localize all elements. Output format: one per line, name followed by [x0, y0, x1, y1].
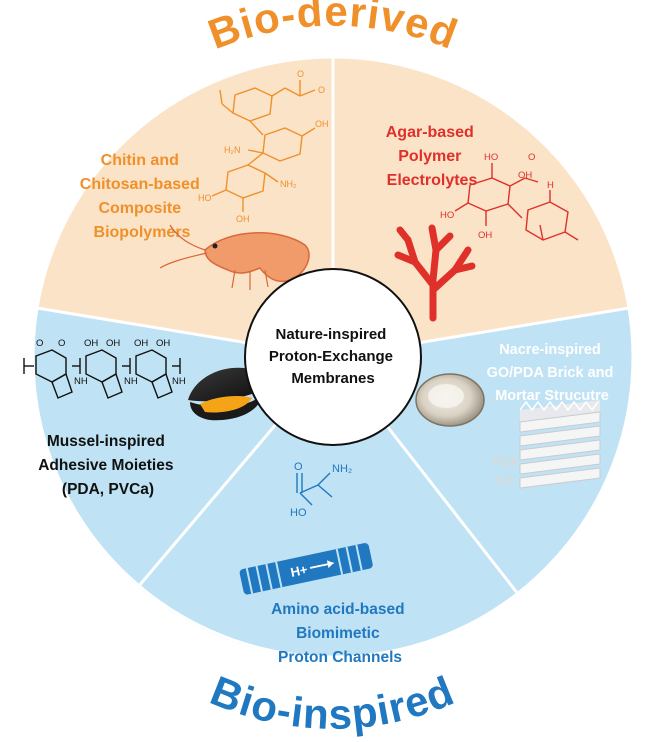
chem-label: HO: [440, 210, 454, 221]
stack-label-pda: PDA: [493, 455, 519, 469]
mussel-label: Mussel-inspired Adhesive Moieties (PDA, …: [38, 433, 178, 498]
segment-amino: [138, 357, 518, 659]
agar-label-line: Electrolytes: [387, 172, 478, 189]
chem-label: HO: [290, 507, 307, 519]
center-label-line: Membranes: [291, 370, 374, 387]
nacre-label-line: GO/PDA Brick and: [487, 365, 614, 381]
chem-label: O: [36, 338, 43, 349]
chem-label: OH: [84, 338, 98, 349]
nacre-label-line: Mortar Strucutre: [495, 388, 609, 404]
amino-label-line: Amino acid-based: [271, 601, 405, 618]
chitin-structure-icon: [211, 80, 316, 212]
chem-label: O: [294, 461, 303, 473]
title-bio-derived: Bio-derived: [202, 0, 464, 58]
chem-label: HO: [198, 193, 212, 203]
chem-label: OH: [106, 338, 120, 349]
chem-label: O: [528, 152, 535, 163]
title-bio-derived-text: Bio-derived: [202, 0, 463, 58]
amino-label: Amino acid-based Biomimetic Proton Chann…: [271, 601, 409, 666]
amino-label-line: Proton Channels: [278, 649, 402, 666]
title-bio-inspired-text: Bio-inspired: [204, 667, 459, 738]
chem-label: OH: [518, 170, 532, 181]
agar-label-line: Polymer: [398, 148, 461, 165]
chem-label: NH: [172, 376, 186, 387]
center-circle: [244, 268, 422, 446]
center-label-line: Nature-inspired: [275, 326, 386, 343]
agar-label-line: Agar-based: [386, 124, 474, 141]
mussel-label-line: (PDA, PVCa): [62, 481, 154, 498]
agar-label: Agar-based Polymer Electrolytes: [386, 124, 478, 189]
segment-chitin: [37, 57, 333, 357]
chitin-label: Chitin and Chitosan-based Composite Biop…: [80, 152, 204, 241]
chem-label: OH: [478, 230, 492, 241]
chitin-label-line: Composite: [98, 200, 181, 217]
chem-label: H: [547, 180, 554, 191]
center-label-line: Proton-Exchange: [269, 348, 393, 365]
nacre-label: Nacre-inspired GO/PDA Brick and Mortar S…: [487, 342, 618, 404]
pda-structure-icon: [23, 349, 181, 399]
amino-acid-structure-icon: [296, 472, 333, 506]
title-bio-inspired: Bio-inspired: [204, 667, 460, 738]
shell-icon: [415, 373, 485, 427]
chem-label: OH: [156, 338, 170, 349]
chem-label: O: [318, 85, 325, 95]
chem-label: NH₂: [332, 463, 352, 475]
amino-label-line: Biomimetic: [296, 625, 380, 642]
coral-icon: [394, 224, 476, 322]
proton-channel-icon: H+: [239, 543, 373, 595]
chem-label: OH: [315, 119, 329, 129]
chem-label: NH: [74, 376, 88, 387]
chem-label: NH: [124, 376, 138, 387]
chem-label: HO: [484, 152, 498, 163]
chem-label: OH: [236, 214, 250, 224]
chem-label: NH₂: [280, 179, 297, 189]
chem-label: H₂N: [224, 145, 241, 155]
chitin-label-line: Chitin and: [101, 152, 179, 169]
chem-label: O: [297, 69, 304, 79]
chitin-label-line: Chitosan-based: [80, 176, 200, 193]
agar-structure-icon: [454, 163, 579, 241]
stack-label-go: GO: [495, 473, 514, 487]
segment-agar: [333, 56, 629, 357]
brick-mortar-stack-icon: [519, 400, 601, 489]
chitin-label-line: Biopolymers: [94, 224, 191, 241]
mussel-label-line: Mussel-inspired: [47, 433, 165, 450]
nacre-label-line: Nacre-inspired: [499, 342, 601, 358]
mussel-label-line: Adhesive Moieties: [38, 457, 173, 474]
chem-label: OH: [134, 338, 148, 349]
chem-label: O: [58, 338, 65, 349]
channel-label: H+: [289, 562, 309, 580]
center-label: Nature-inspired Proton-Exchange Membrane…: [269, 326, 397, 387]
